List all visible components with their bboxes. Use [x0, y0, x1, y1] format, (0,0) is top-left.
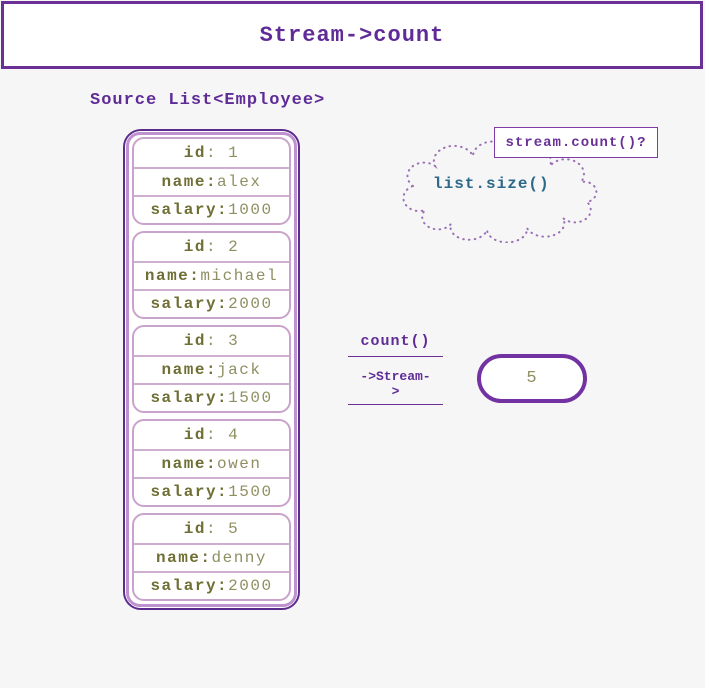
employee-card-2: id: 2 name:michael salary:2000 — [132, 231, 291, 319]
cloud-thought-text: list.size() — [433, 175, 550, 193]
result-pill: 5 — [477, 354, 587, 403]
employee-name-row: name:denny — [134, 543, 289, 571]
employee-card-4: id: 4 name:owen salary:1500 — [132, 419, 291, 507]
id-label: id — [183, 426, 206, 444]
employee-id-row: id: 4 — [134, 421, 289, 449]
id-label: id — [183, 332, 206, 350]
salary-label: salary: — [150, 483, 229, 501]
name-value: owen — [217, 455, 262, 473]
name-label: name: — [144, 267, 201, 285]
name-label: name: — [155, 549, 212, 567]
employee-card-5: id: 5 name:denny salary:2000 — [132, 513, 291, 601]
count-method-label: count() — [348, 333, 443, 357]
name-label: name: — [161, 361, 218, 379]
id-value: : 1 — [205, 144, 240, 162]
employee-id-row: id: 2 — [134, 233, 289, 261]
employee-card-1: id: 1 name:alex salary:1000 — [132, 137, 291, 225]
name-value: denny — [211, 549, 268, 567]
id-label: id — [183, 144, 206, 162]
id-value: : 3 — [205, 332, 240, 350]
page-title: Stream->count — [259, 22, 445, 48]
employee-id-row: id: 5 — [134, 515, 289, 543]
id-value: : 4 — [205, 426, 240, 444]
salary-value: 2000 — [228, 577, 273, 595]
title-bar: Stream->count — [1, 1, 703, 69]
employee-list-inner: id: 1 name:alex salary:1000 id: 2 name:m… — [126, 132, 297, 607]
salary-label: salary: — [150, 577, 229, 595]
name-value: michael — [200, 267, 279, 285]
name-label: name: — [161, 173, 218, 191]
salary-value: 2000 — [228, 295, 273, 313]
id-value: : 2 — [205, 238, 240, 256]
name-label: name: — [161, 455, 218, 473]
salary-value: 1000 — [228, 201, 273, 219]
salary-value: 1500 — [228, 389, 273, 407]
stream-count-question-box: stream.count()? — [494, 127, 658, 158]
employee-salary-row: salary:2000 — [134, 571, 289, 599]
employee-name-row: name:alex — [134, 167, 289, 195]
employee-name-row: name:owen — [134, 449, 289, 477]
thought-cloud-icon — [402, 140, 598, 243]
stream-arrow-line2: > — [391, 384, 400, 399]
employee-list-container: id: 1 name:alex salary:1000 id: 2 name:m… — [123, 129, 300, 610]
employee-name-row: name:jack — [134, 355, 289, 383]
employee-card-3: id: 3 name:jack salary:1500 — [132, 325, 291, 413]
employee-salary-row: salary:2000 — [134, 289, 289, 317]
name-value: jack — [217, 361, 262, 379]
result-value: 5 — [526, 369, 538, 388]
stream-arrow-label: ->Stream- > — [348, 369, 443, 405]
source-list-label: Source List<Employee> — [90, 91, 326, 110]
employee-name-row: name:michael — [134, 261, 289, 289]
salary-label: salary: — [150, 295, 229, 313]
employee-id-row: id: 3 — [134, 327, 289, 355]
employee-salary-row: salary:1000 — [134, 195, 289, 223]
employee-id-row: id: 1 — [134, 139, 289, 167]
salary-label: salary: — [150, 201, 229, 219]
id-label: id — [183, 520, 206, 538]
stream-arrow-line1: ->Stream- — [360, 369, 431, 384]
salary-value: 1500 — [228, 483, 273, 501]
id-label: id — [183, 238, 206, 256]
salary-label: salary: — [150, 389, 229, 407]
id-value: : 5 — [205, 520, 240, 538]
name-value: alex — [217, 173, 262, 191]
employee-salary-row: salary:1500 — [134, 477, 289, 505]
employee-salary-row: salary:1500 — [134, 383, 289, 411]
